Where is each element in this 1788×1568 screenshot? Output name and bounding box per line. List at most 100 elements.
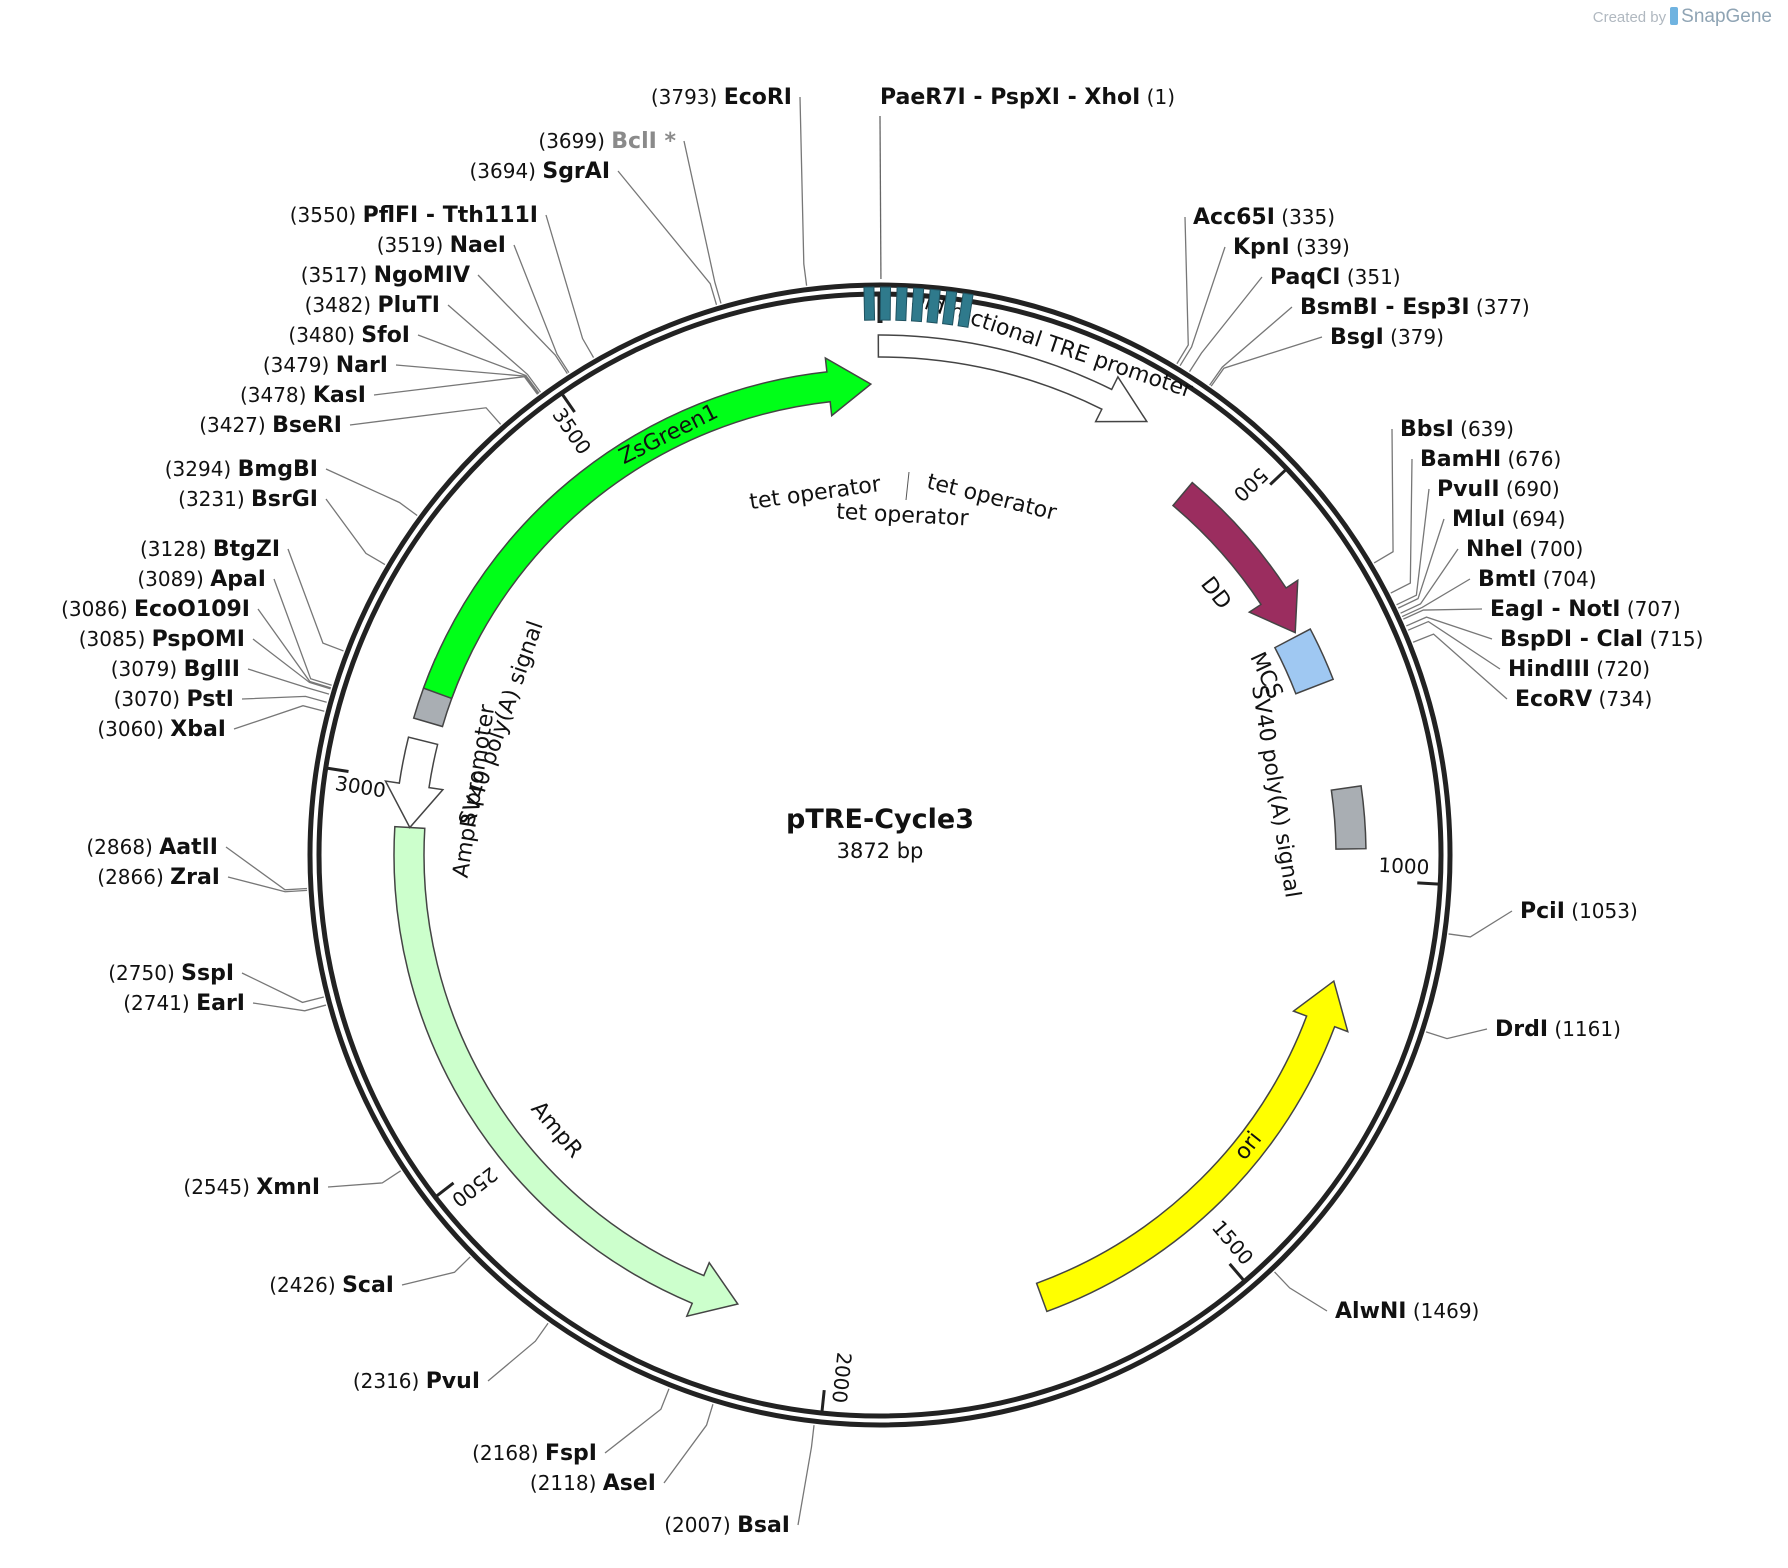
feature-bidir-tre[interactable] — [877, 334, 1149, 423]
feature-ampr[interactable] — [393, 825, 740, 1318]
site-leader — [401, 1256, 471, 1286]
site-mlui[interactable]: MluI (694) — [1452, 507, 1565, 532]
feature-zsgreen1[interactable] — [422, 356, 873, 700]
site-leader — [1373, 428, 1394, 564]
site-leader — [1176, 216, 1189, 365]
site-bmgbi[interactable]: (3294) BmgBI — [165, 457, 318, 482]
site-btgzi[interactable]: (3128) BtgZI — [140, 537, 280, 562]
enzyme-name: EcoO109I — [134, 597, 250, 622]
site-pflfi-tth111i[interactable]: (3550) PflFI - Tth111I — [290, 203, 538, 228]
enzyme-name: XbaI — [170, 717, 226, 742]
site-ngomiv[interactable]: (3517) NgoMIV — [301, 263, 470, 288]
site-fspi[interactable]: (2168) FspI — [472, 1441, 597, 1466]
tet-operator-box[interactable] — [957, 292, 974, 328]
site-xmni[interactable]: (2545) XmnI — [183, 1175, 320, 1200]
site-bglii[interactable]: (3079) BglII — [111, 657, 240, 682]
feature-ampr-promoter[interactable] — [384, 736, 445, 829]
site-xbai[interactable]: (3060) XbaI — [97, 717, 226, 742]
site-kasi[interactable]: (3478) KasI — [240, 383, 366, 408]
site-leader — [252, 638, 331, 690]
site-position: (3070) — [114, 687, 187, 711]
site-sfoi[interactable]: (3480) SfoI — [288, 323, 410, 348]
site-bsmbi-esp3i[interactable]: BsmBI - Esp3I (377) — [1300, 295, 1530, 320]
site-leader — [1274, 1271, 1328, 1312]
site-sgrai[interactable]: (3694) SgrAI — [469, 159, 610, 184]
site-apai[interactable]: (3089) ApaI — [137, 567, 266, 592]
site-label: (3231) BsrGI — [178, 487, 318, 512]
site-leader — [1188, 276, 1263, 372]
tet-operator-box[interactable] — [879, 286, 892, 321]
site-paqci[interactable]: PaqCI (351) — [1270, 265, 1401, 290]
enzyme-name: BmgBI — [238, 457, 318, 482]
site-naei[interactable]: (3519) NaeI — [377, 233, 506, 258]
tet-operator-box[interactable] — [910, 287, 925, 323]
feature-ori[interactable] — [1035, 979, 1349, 1313]
site-bsrgi[interactable]: (3231) BsrGI — [178, 487, 318, 512]
site-nhei[interactable]: NheI (700) — [1466, 537, 1583, 562]
tet-operator-box[interactable] — [942, 290, 958, 326]
site-aatii[interactable]: (2868) AatII — [86, 835, 218, 860]
site-pcii[interactable]: PciI (1053) — [1520, 899, 1638, 924]
site-bspdi-clai[interactable]: BspDI - ClaI (715) — [1500, 627, 1703, 652]
site-drdi[interactable]: DrdI (1161) — [1495, 1017, 1621, 1042]
site-position: (3294) — [165, 457, 238, 481]
site-bamhi[interactable]: BamHI (676) — [1420, 447, 1561, 472]
site-bcli[interactable]: (3699) BclI * — [538, 129, 676, 154]
site-label: BsmBI - Esp3I (377) — [1300, 295, 1530, 320]
site-position: (707) — [1621, 597, 1681, 621]
ruler-tick-label-1000: 1000 — [1378, 853, 1430, 880]
tet-operator-box[interactable] — [863, 286, 876, 321]
enzyme-name: NarI — [336, 353, 388, 378]
site-pvuii[interactable]: PvuII (690) — [1437, 477, 1560, 502]
tet-operator-box[interactable] — [926, 288, 941, 324]
site-kpni[interactable]: KpnI (339) — [1233, 235, 1350, 260]
site-position: (3480) — [288, 323, 361, 347]
site-label: (2316) PvuI — [353, 1369, 480, 1394]
site-hindiii[interactable]: HindIII (720) — [1508, 657, 1650, 682]
site-label: MluI (694) — [1452, 507, 1565, 532]
site-position: (2007) — [664, 1513, 737, 1537]
tet-operator-label: tet operator — [836, 500, 970, 532]
site-bsgi[interactable]: BsgI (379) — [1330, 325, 1444, 350]
site-leader — [604, 1388, 670, 1454]
site-pvui[interactable]: (2316) PvuI — [353, 1369, 480, 1394]
site-bmti[interactable]: BmtI (704) — [1478, 567, 1597, 592]
site-leader — [395, 364, 539, 395]
site-ecoo109i[interactable]: (3086) EcoO109I — [61, 597, 250, 622]
site-label: PaeR7I - PspXI - XhoI (1) — [880, 85, 1175, 110]
feature-mcs[interactable] — [1273, 628, 1335, 695]
site-sspi[interactable]: (2750) SspI — [108, 961, 234, 986]
site-nari[interactable]: (3479) NarI — [263, 353, 388, 378]
site-position: (3128) — [140, 537, 213, 561]
site-position: (3478) — [240, 383, 313, 407]
site-leader — [325, 498, 386, 566]
site-leader — [241, 695, 327, 703]
site-alwni[interactable]: AlwNI (1469) — [1335, 1299, 1479, 1324]
site-scai[interactable]: (2426) ScaI — [269, 1273, 394, 1298]
site-label: (3086) EcoO109I — [61, 597, 250, 622]
site-label: (3079) BglII — [111, 657, 240, 682]
site-pspomi[interactable]: (3085) PspOMI — [79, 627, 245, 652]
site-zrai[interactable]: (2866) ZraI — [97, 865, 220, 890]
enzyme-name: Esp3I — [1402, 295, 1469, 320]
enzyme-name: BbsI — [1400, 417, 1454, 442]
site-pluti[interactable]: (3482) PluTI — [305, 293, 440, 318]
site-psti[interactable]: (3070) PstI — [114, 687, 234, 712]
site-ecorv[interactable]: EcoRV (734) — [1515, 687, 1652, 712]
plasmid-name: pTRE-Cycle3 — [786, 804, 974, 835]
site-eari[interactable]: (2741) EarI — [123, 991, 245, 1016]
site-asei[interactable]: (2118) AseI — [530, 1471, 656, 1496]
site-position: (2868) — [86, 835, 159, 859]
feature-dd[interactable] — [1171, 481, 1299, 634]
site-paer7i-pspxi-xhoi[interactable]: PaeR7I - PspXI - XhoI (1) — [880, 85, 1175, 110]
site-bseri[interactable]: (3427) BseRI — [199, 413, 342, 438]
feature-sv40-right[interactable] — [1330, 784, 1367, 850]
site-leader — [1403, 608, 1483, 620]
site-position: (715) — [1643, 627, 1703, 651]
site-bsai[interactable]: (2007) BsaI — [664, 1513, 790, 1538]
site-ecori[interactable]: (3793) EcoRI — [651, 85, 792, 110]
tet-operator-box[interactable] — [895, 286, 908, 322]
site-eagi-noti[interactable]: EagI - NotI (707) — [1490, 597, 1681, 622]
site-bbsi[interactable]: BbsI (639) — [1400, 417, 1514, 442]
site-acc65i[interactable]: Acc65I (335) — [1193, 205, 1335, 230]
